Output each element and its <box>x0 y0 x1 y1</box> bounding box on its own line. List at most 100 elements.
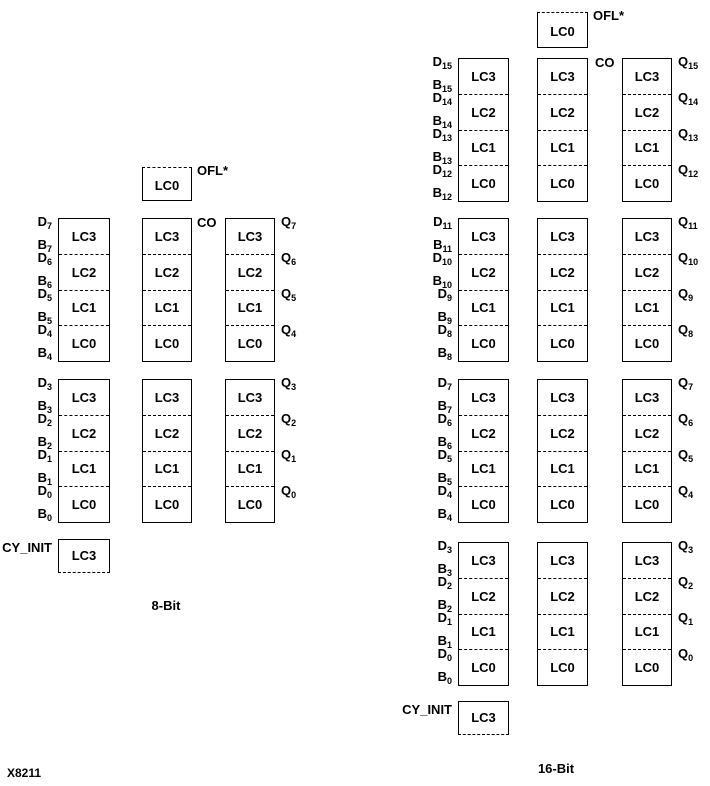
input-label-d: D7 <box>38 215 52 233</box>
output-label-q-subscript: 0 <box>688 653 694 663</box>
output-label-q: Q3 <box>678 539 693 557</box>
lc-cell-label: LC2 <box>237 425 263 441</box>
input-label-b: B2 <box>38 435 52 453</box>
input-label-b-base: B <box>437 398 447 413</box>
input-label-d-subscript: 2 <box>446 581 452 591</box>
lc-cell: LC0 <box>623 165 671 201</box>
lc-cell-label: LC2 <box>550 425 575 441</box>
lc-cell-label: LC1 <box>550 461 575 477</box>
lc-cell-label: LC3 <box>71 228 97 244</box>
input-label-b-subscript: 5 <box>46 316 52 326</box>
output-label-q: Q2 <box>678 575 693 593</box>
lc-cell: LC2 <box>623 577 671 614</box>
lc-cell: LC3 <box>143 219 191 254</box>
lc-cell-label: LC2 <box>550 588 575 604</box>
ofl-label: OFL* <box>197 163 229 178</box>
input-label-d-base: D <box>37 483 47 498</box>
input-label-b-subscript: 5 <box>446 477 452 487</box>
lc-cell: LC0 <box>538 649 587 685</box>
lc-cell: LC3 <box>623 543 671 578</box>
input-label-d-subscript: 11 <box>442 221 452 231</box>
lc-cell: LC0 <box>59 325 109 361</box>
input-label-b: B6 <box>38 274 52 292</box>
lc-cell: LC1 <box>459 129 508 166</box>
input-label-b: B7 <box>38 238 52 256</box>
input-label-b-base: B <box>437 669 447 684</box>
lc-cell-label: LC1 <box>634 624 660 640</box>
lc-cell: LC0 <box>538 325 587 361</box>
lc-cell-label: LC2 <box>154 264 180 280</box>
input-label-d: D2 <box>38 412 52 430</box>
lc-cell-label: LC2 <box>634 104 660 120</box>
output-label-q-base: Q <box>678 411 689 426</box>
lc-cell: LC0 <box>623 649 671 685</box>
input-label-b-base: B <box>437 309 447 324</box>
lc-cell: LC2 <box>143 253 191 290</box>
lc-cell-label: LC0 <box>471 660 496 676</box>
input-label-d: D9 <box>438 287 452 305</box>
output-label-q-base: Q <box>678 286 689 301</box>
lc-cell: LC3 <box>459 219 508 254</box>
input-label-d: D4 <box>438 484 452 502</box>
output-label-q: Q14 <box>678 91 698 109</box>
lc-cell: LC2 <box>538 253 587 290</box>
output-label-q: Q6 <box>281 251 296 269</box>
lc-cell: LC0 <box>143 325 191 361</box>
input-label-b-subscript: 15 <box>441 84 452 94</box>
input-label-b-base: B <box>37 345 47 360</box>
lc-cell: LC2 <box>226 253 274 290</box>
input-label-b-subscript: 11 <box>442 244 452 254</box>
lc-cell-label: LC0 <box>154 336 180 352</box>
output-label-q: Q1 <box>281 448 296 466</box>
lc-cell: LC1 <box>623 129 671 166</box>
input-label-b-base: B <box>437 633 447 648</box>
output-label-q: Q0 <box>678 647 693 665</box>
lc-cell: LC3 <box>226 380 274 415</box>
carry-out-label: CO <box>197 215 217 230</box>
input-label-b-base: B <box>437 597 447 612</box>
input-label-d: D0 <box>38 484 52 502</box>
input-label-b: B0 <box>38 507 52 525</box>
output-label-q-base: Q <box>678 610 689 625</box>
cy-init-cell-box: LC3 <box>458 701 509 735</box>
output-label-q-subscript: 2 <box>688 581 694 591</box>
lc-cell: LC3 <box>59 219 109 254</box>
input-label-d-subscript: 3 <box>46 382 52 392</box>
lc-cell-label: LC1 <box>550 624 575 640</box>
input-label-b: B1 <box>38 471 52 489</box>
input-label-b: B5 <box>438 471 452 489</box>
input-label-d-base: D <box>37 447 47 462</box>
input-label-b-subscript: 3 <box>46 405 52 415</box>
lc-cell-label: LC2 <box>71 425 97 441</box>
output-label-q-base: Q <box>281 214 292 229</box>
lc-cell-label: LC3 <box>237 389 263 405</box>
input-label-b-base: B <box>432 149 442 164</box>
lc-cell-label: LC3 <box>471 228 496 244</box>
lc-cell-label: LC1 <box>471 300 496 316</box>
input-label-b-subscript: 10 <box>441 280 452 290</box>
input-label-d: D6 <box>438 412 452 430</box>
input-label-b-subscript: 6 <box>46 280 52 290</box>
input-label-b-base: B <box>37 237 47 252</box>
input-label-d: D3 <box>438 539 452 557</box>
input-label-b: B7 <box>438 399 452 417</box>
input-label-b-base: B <box>432 273 442 288</box>
lc-cell-label: LC3 <box>550 552 575 568</box>
lc-cell: LC0 <box>459 486 508 522</box>
lc-cell: LC3 <box>459 59 508 94</box>
output-label-q: Q13 <box>678 127 698 145</box>
output-label-q-subscript: 4 <box>688 490 694 500</box>
input-label-d-base: D <box>437 610 447 625</box>
lc-cell-label: LC2 <box>471 425 496 441</box>
output-label-q-base: Q <box>281 322 292 337</box>
ofl-label: OFL* <box>593 8 625 23</box>
output-label-q: Q2 <box>281 412 296 430</box>
input-label-d-subscript: 6 <box>446 418 452 428</box>
input-label-b-base: B <box>37 309 47 324</box>
